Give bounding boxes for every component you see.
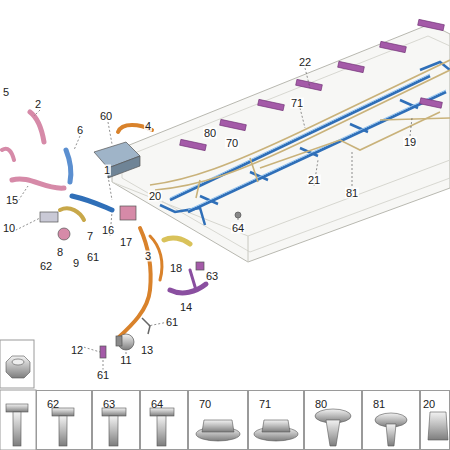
callout-number: 15 <box>5 195 19 206</box>
part-number: 81 <box>373 399 385 410</box>
part-cell <box>0 340 34 388</box>
callout-number: 10 <box>2 223 16 234</box>
part-number: 20 <box>423 399 435 410</box>
fastener-icons <box>6 356 448 446</box>
part-number: 71 <box>259 399 271 410</box>
callout-number: 64 <box>231 223 245 234</box>
coolant-hoses <box>2 112 206 338</box>
cable-harness <box>150 60 450 198</box>
callout-number: 6 <box>76 125 84 136</box>
callout-number: 12 <box>70 345 84 356</box>
part-cell: 62 <box>36 390 92 450</box>
part-number: 63 <box>103 399 115 410</box>
part-cell: 81 <box>362 390 420 450</box>
callout-number: 3 <box>144 251 152 262</box>
part-number: 70 <box>199 399 211 410</box>
callout-number: 61 <box>96 370 110 381</box>
callout-number: 20 <box>148 191 162 202</box>
part-cell: 71 <box>248 390 304 450</box>
part-cell: 70 <box>188 390 248 450</box>
callout-number: 19 <box>403 137 417 148</box>
frame-rails <box>160 62 450 225</box>
callout-number: 17 <box>119 237 133 248</box>
callout-number: 13 <box>140 345 154 356</box>
frame-highlight <box>170 74 446 210</box>
part-cell: 20 <box>420 390 450 450</box>
callout-number: 4 <box>144 121 152 132</box>
part-cell <box>0 390 36 450</box>
leader-lines <box>12 68 412 370</box>
callout-number: 63 <box>205 271 219 282</box>
callout-number: 1 <box>103 165 111 176</box>
part-number: 80 <box>315 399 327 410</box>
callout-number: 62 <box>39 261 53 272</box>
callout-number: 8 <box>56 247 64 258</box>
callout-number: 14 <box>179 302 193 313</box>
callout-number: 18 <box>169 263 183 274</box>
callout-number: 21 <box>307 175 321 186</box>
callout-number: 61 <box>86 252 100 263</box>
callout-number: 2 <box>34 99 42 110</box>
callout-number: 16 <box>101 225 115 236</box>
callout-number: 80 <box>203 128 217 139</box>
part-cell: 64 <box>140 390 188 450</box>
callout-number: 5 <box>2 87 10 98</box>
callout-number: 11 <box>119 355 132 366</box>
callout-number: 7 <box>86 231 94 242</box>
module-brackets <box>180 19 445 150</box>
components <box>40 142 241 358</box>
callout-number: 22 <box>298 57 312 68</box>
part-number: 62 <box>47 399 59 410</box>
callout-number: 70 <box>225 138 239 149</box>
callout-number: 9 <box>72 258 80 269</box>
callout-number: 61 <box>165 317 179 328</box>
callout-number: 60 <box>99 111 113 122</box>
part-cell: 80 <box>304 390 362 450</box>
part-number: 64 <box>151 399 163 410</box>
callout-number: 71 <box>290 98 304 109</box>
part-cell: 63 <box>92 390 140 450</box>
callout-number: 81 <box>345 188 359 199</box>
battery-tray <box>112 24 450 262</box>
